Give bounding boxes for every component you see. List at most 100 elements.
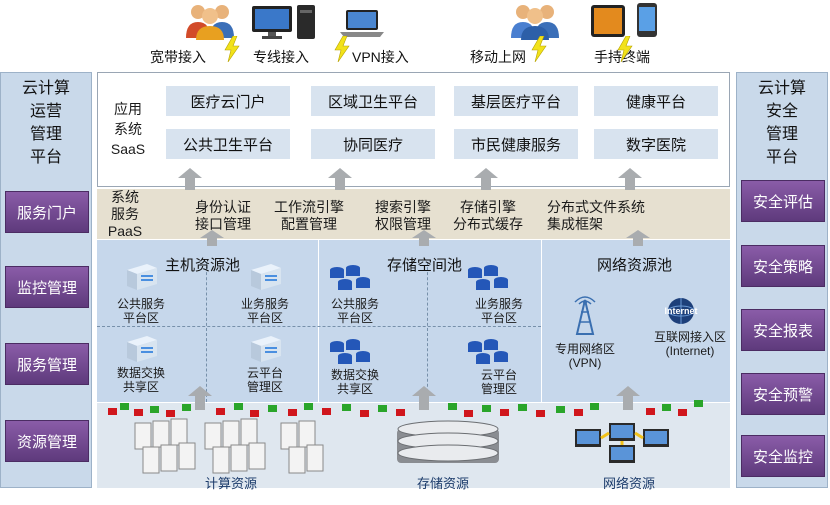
lightning-icon bbox=[531, 36, 547, 62]
panel-title-line: 云计算 bbox=[757, 80, 806, 97]
compute-resources-label: 计算资源 bbox=[205, 476, 258, 491]
storage-zone-management: 云平台管理区 bbox=[469, 368, 529, 396]
up-arrow-icon bbox=[626, 230, 650, 246]
security-management-panel: 云计算 安全 管理 平台 安全评估 安全策略 安全报表 安全预警 安全监控 bbox=[736, 72, 828, 488]
app-regional-health-platform[interactable]: 区域卫生平台 bbox=[311, 86, 435, 116]
zone-divider bbox=[427, 262, 428, 402]
iaas-layer: 主机资源池 存储空间池 网络资源池 公共服务平台区 业务服务平台区 数据交换共享… bbox=[97, 240, 730, 402]
up-arrow-icon bbox=[178, 168, 202, 190]
zone-line: 公共服务 bbox=[116, 297, 165, 311]
network-computers-icon bbox=[575, 423, 669, 463]
network-zone-vpn: 专用网络区(VPN) bbox=[549, 342, 621, 370]
data-block-green bbox=[182, 404, 191, 411]
storage-resources-label: 存储资源 bbox=[417, 476, 470, 491]
pool-divider bbox=[318, 240, 319, 402]
paas-service-search: 搜索引擎 权限管理 bbox=[375, 199, 431, 233]
users-icon bbox=[186, 5, 234, 40]
data-block-green bbox=[304, 403, 313, 410]
app-collaborative-care[interactable]: 协同医疗 bbox=[311, 129, 435, 159]
data-block-green bbox=[556, 406, 565, 413]
data-block-red bbox=[108, 408, 117, 415]
server-cluster-icon bbox=[251, 264, 281, 290]
app-public-health-platform[interactable]: 公共卫生平台 bbox=[166, 129, 290, 159]
panel-title-line: 运营 bbox=[29, 103, 62, 120]
data-block-green bbox=[590, 403, 599, 410]
up-arrow-icon bbox=[474, 168, 498, 190]
zone-line: 云平台 bbox=[246, 366, 283, 380]
service-portal-button[interactable]: 服务门户 bbox=[5, 191, 89, 233]
paas-layer-label: 系统 服务 PaaS bbox=[103, 189, 147, 240]
security-assessment-button[interactable]: 安全评估 bbox=[741, 180, 825, 222]
storage-disks-icon bbox=[468, 265, 508, 290]
storage-pool-title: 存储空间池 bbox=[387, 257, 463, 274]
lightning-icon bbox=[617, 36, 633, 62]
broadband-access-label: 宽带接入 bbox=[150, 49, 206, 65]
paas-service-line: 配置管理 bbox=[281, 216, 337, 232]
dedicated-access-label: 专线接入 bbox=[253, 49, 309, 65]
app-medical-cloud-portal[interactable]: 医疗云门户 bbox=[166, 86, 290, 116]
panel-title-line: 管理 bbox=[29, 126, 62, 143]
mobile-access-label: 移动上网 bbox=[470, 49, 526, 65]
zone-line: 业务服务 bbox=[474, 297, 523, 311]
zone-line: 数据交换 bbox=[330, 368, 379, 382]
up-arrow-icon bbox=[328, 168, 352, 190]
data-block-red bbox=[360, 410, 369, 417]
compute-zone-exchange: 数据交换共享区 bbox=[111, 366, 171, 394]
paas-service-line: 集成框架 bbox=[547, 216, 603, 232]
storage-zone-exchange: 数据交换共享区 bbox=[325, 368, 385, 396]
zone-line: 平台区 bbox=[122, 311, 159, 325]
saas-layer: 应用 系统 SaaS 医疗云门户 区域卫生平台 基层医疗平台 健康平台 公共卫生… bbox=[97, 72, 730, 187]
zone-line: (VPN) bbox=[568, 356, 602, 370]
zone-line: 公共服务 bbox=[330, 297, 379, 311]
paas-service-line: 搜索引擎 bbox=[375, 199, 431, 215]
app-digital-hospital[interactable]: 数字医院 bbox=[594, 129, 718, 159]
saas-label-line: 应用 bbox=[114, 101, 142, 117]
security-report-button[interactable]: 安全报表 bbox=[741, 309, 825, 351]
paas-label-line: 服务 bbox=[111, 206, 139, 222]
security-alert-button[interactable]: 安全预警 bbox=[741, 373, 825, 415]
paas-label-line: 系统 bbox=[111, 189, 139, 205]
compute-pool-title: 主机资源池 bbox=[165, 257, 241, 274]
tablet-icon bbox=[591, 5, 625, 37]
data-block-green bbox=[518, 404, 527, 411]
laptop-icon bbox=[340, 10, 384, 37]
zone-line: 互联网接入区 bbox=[653, 330, 726, 344]
data-block-red bbox=[216, 408, 225, 415]
lightning-icon bbox=[224, 36, 240, 62]
paas-service-auth: 身份认证 接口管理 bbox=[195, 199, 251, 233]
zone-line: 共享区 bbox=[122, 380, 159, 394]
up-arrow-icon bbox=[412, 230, 436, 246]
operations-management-panel: 云计算 运营 管理 平台 服务门户 监控管理 服务管理 资源管理 bbox=[0, 72, 92, 488]
up-arrow-icon bbox=[616, 386, 640, 410]
resource-management-button[interactable]: 资源管理 bbox=[5, 420, 89, 462]
security-policy-button[interactable]: 安全策略 bbox=[741, 245, 825, 287]
data-block-red bbox=[396, 409, 405, 416]
data-block-green bbox=[694, 400, 703, 407]
monitoring-management-button[interactable]: 监控管理 bbox=[5, 266, 89, 308]
up-arrow-icon bbox=[412, 386, 436, 410]
data-block-green bbox=[150, 406, 159, 413]
paas-layer: 系统 服务 PaaS 身份认证 接口管理 工作流引擎 配置管理 搜索引擎 权限管… bbox=[97, 189, 730, 239]
compute-zone-public: 公共服务平台区 bbox=[111, 297, 171, 325]
up-arrow-icon bbox=[618, 168, 642, 190]
data-block-green bbox=[482, 405, 491, 412]
server-cluster-icon bbox=[127, 336, 157, 362]
app-citizen-health-service[interactable]: 市民健康服务 bbox=[454, 129, 578, 159]
paas-label-line: PaaS bbox=[107, 223, 143, 239]
compute-zone-business: 业务服务平台区 bbox=[235, 297, 295, 325]
storage-disks-icon bbox=[330, 265, 370, 290]
data-block-green bbox=[448, 403, 457, 410]
panel-title-line: 管理 bbox=[765, 126, 798, 143]
service-management-button[interactable]: 服务管理 bbox=[5, 343, 89, 385]
app-health-platform[interactable]: 健康平台 bbox=[594, 86, 718, 116]
paas-service-storage: 存储引擎 分布式缓存 bbox=[453, 199, 523, 233]
app-primary-care-platform[interactable]: 基层医疗平台 bbox=[454, 86, 578, 116]
paas-service-line: 分布式缓存 bbox=[453, 216, 523, 232]
data-block-red bbox=[646, 408, 655, 415]
up-arrow-icon bbox=[188, 386, 212, 410]
internet-globe-icon bbox=[667, 298, 695, 324]
zone-line: 云平台 bbox=[480, 368, 517, 382]
server-cluster-icon bbox=[251, 336, 281, 362]
security-monitoring-button[interactable]: 安全监控 bbox=[741, 435, 825, 477]
paas-service-line: 工作流引擎 bbox=[274, 199, 344, 215]
